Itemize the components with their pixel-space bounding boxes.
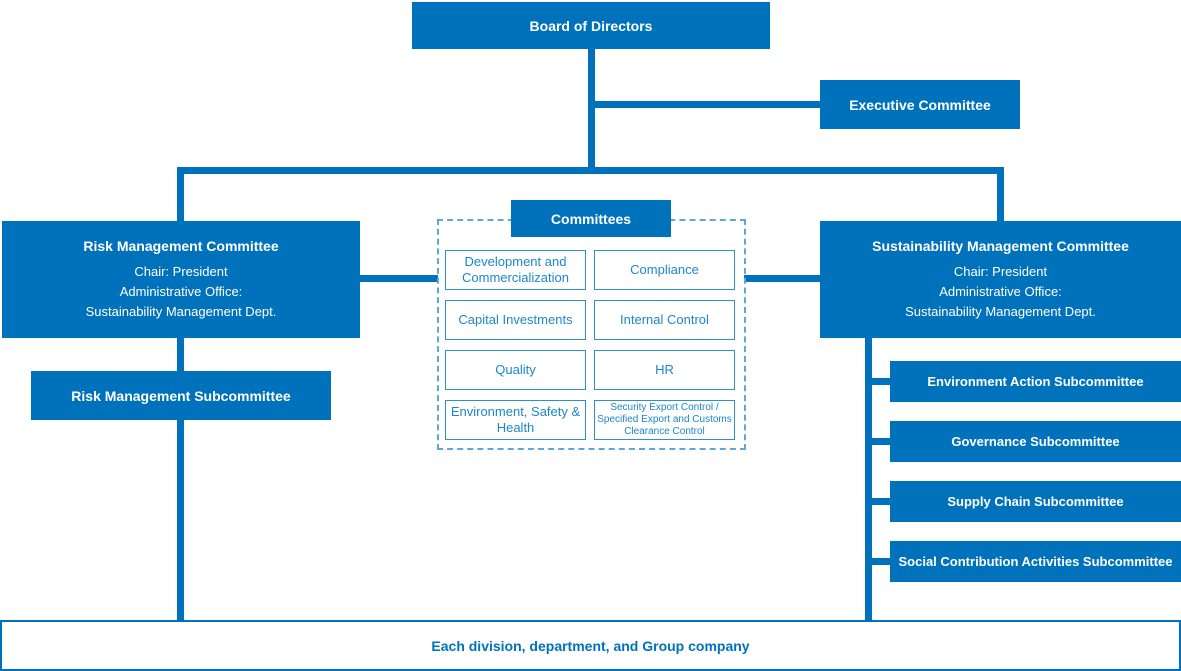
- committee-cell-security-export-control: Security Export Control / Specified Expo…: [594, 400, 735, 440]
- supply-chain-subcommittee-box: Supply Chain Subcommittee: [890, 481, 1181, 522]
- committees-header-box: Committees: [511, 200, 671, 237]
- board-of-directors-box: Board of Directors: [412, 2, 770, 49]
- connector-main-horizontal: [177, 167, 1004, 174]
- committee-cell-internal-control: Internal Control: [594, 300, 735, 340]
- connector-stub-social-contribution: [870, 558, 892, 565]
- connector-stub-supply-chain: [870, 498, 892, 505]
- connector-right-drop: [997, 167, 1004, 223]
- executive-committee-box: Executive Committee: [820, 80, 1020, 129]
- risk-management-committee-box: Risk Management Committee Chair: Preside…: [2, 221, 360, 338]
- social-contribution-activities-subcommittee-box: Social Contribution Activities Subcommit…: [890, 541, 1181, 582]
- sustainability-committee-office-label: Administrative Office:: [939, 283, 1062, 299]
- environment-action-subcommittee-box: Environment Action Subcommittee: [890, 361, 1181, 402]
- risk-management-subcommittee-label: Risk Management Subcommittee: [71, 387, 291, 404]
- connector-committees-to-sustainability: [744, 275, 822, 282]
- committees-header-label: Committees: [550, 210, 632, 227]
- risk-committee-office-dept: Sustainability Management Dept.: [85, 303, 277, 319]
- divisions-bar: Each division, department, and Group com…: [0, 620, 1181, 671]
- committee-cell-hr: HR: [594, 350, 735, 390]
- connector-sustainability-trunk: [865, 336, 872, 622]
- executive-committee-label: Executive Committee: [849, 96, 991, 113]
- committee-cell-capital-investments: Capital Investments: [445, 300, 586, 340]
- connector-risk-to-committees: [358, 275, 438, 282]
- committee-cell-development-and-commercialization: Development and Commercialization: [445, 250, 586, 290]
- sustainability-management-committee-box: Sustainability Management Committee Chai…: [820, 221, 1181, 338]
- sustainability-committee-chair: Chair: President: [953, 263, 1048, 279]
- sustainability-committee-title: Sustainability Management Committee: [872, 237, 1129, 254]
- connector-stub-governance: [870, 438, 892, 445]
- risk-management-subcommittee-box: Risk Management Subcommittee: [31, 371, 331, 420]
- board-of-directors-label: Board of Directors: [529, 17, 653, 34]
- sustainability-committee-office-dept: Sustainability Management Dept.: [905, 303, 1096, 319]
- risk-committee-chair: Chair: President: [134, 263, 228, 279]
- divisions-bar-label: Each division, department, and Group com…: [431, 637, 750, 654]
- governance-subcommittee-box: Governance Subcommittee: [890, 421, 1181, 462]
- connector-board-trunk: [588, 47, 595, 174]
- risk-committee-title: Risk Management Committee: [83, 237, 279, 254]
- committee-cell-compliance: Compliance: [594, 250, 735, 290]
- risk-committee-office-label: Administrative Office:: [119, 283, 243, 299]
- connector-stub-environment-action: [870, 378, 892, 385]
- committee-cell-quality: Quality: [445, 350, 586, 390]
- committee-cell-environment-safety-health: Environment, Safety & Health: [445, 400, 586, 440]
- connector-executive-branch: [588, 101, 820, 108]
